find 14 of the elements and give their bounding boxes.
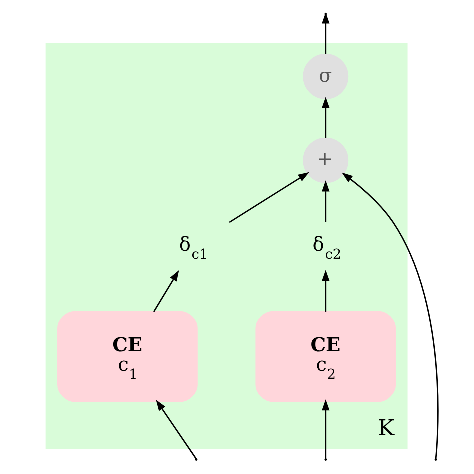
node-box: CE c$_{1}$ xyxy=(58,311,198,402)
node-circle: σ xyxy=(303,54,349,100)
arrow xyxy=(342,172,439,460)
arrow xyxy=(322,400,330,460)
node-circle: + xyxy=(303,138,349,184)
node-box: CE c$_{2}$ xyxy=(256,311,396,402)
arrow xyxy=(322,97,330,138)
arrow xyxy=(156,400,198,460)
arrow xyxy=(229,172,310,224)
node-text: δ$_{c2}$ xyxy=(312,233,342,264)
arrow xyxy=(322,270,330,312)
arrow xyxy=(153,270,180,312)
node-text: δ$_{c1}$ xyxy=(179,233,208,264)
arrow xyxy=(322,180,330,222)
